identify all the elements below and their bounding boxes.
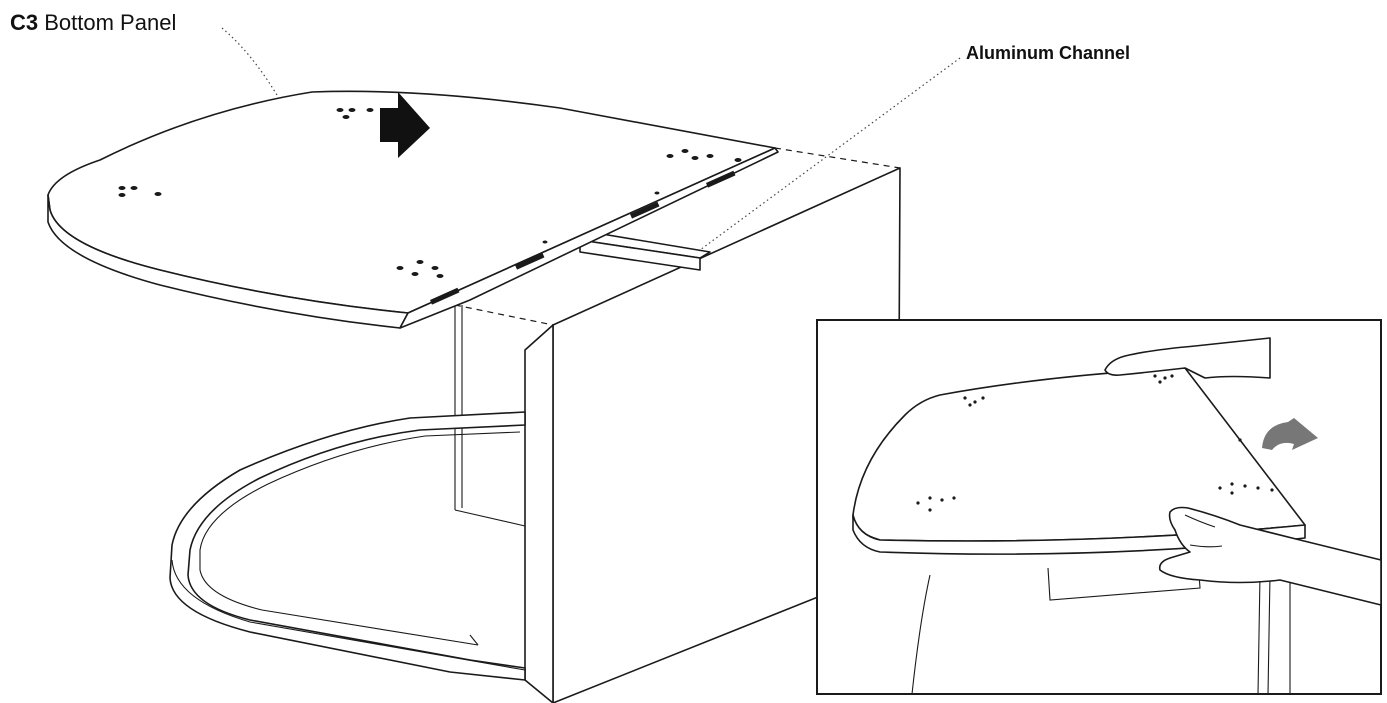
rotate-arrow-icon (1262, 418, 1318, 450)
cabinet-base-inner-rim (199, 431, 521, 646)
screw-hole (681, 149, 689, 153)
edge-slot (630, 201, 660, 219)
inset-screw-holes (916, 374, 1274, 512)
screw-hole (542, 240, 548, 244)
cabinet-inner-post (454, 305, 463, 510)
channel-label: Aluminum Channel (966, 43, 1130, 63)
panel-side-edge (399, 147, 779, 329)
part-name: Bottom Panel (44, 10, 176, 35)
inset-cabinet-post (1257, 574, 1271, 695)
screw-hole (348, 108, 356, 112)
cabinet-front-edge-dashed (454, 304, 554, 326)
bottom-panel (47, 90, 779, 329)
cabinet-base-rim-end (469, 634, 479, 646)
part-label: C3 Bottom Panel (10, 10, 176, 35)
screw-hole (118, 186, 126, 190)
inset-illustration (816, 319, 1382, 695)
screw-hole (342, 115, 350, 119)
inset-bottom-hand (1158, 506, 1382, 606)
panel-screw-holes (118, 108, 742, 278)
push-arrow-icon (380, 92, 430, 158)
cabinet-front-post (524, 324, 554, 703)
edge-slot (706, 170, 736, 188)
screw-hole (130, 186, 138, 190)
panel-edge-slots (430, 170, 736, 305)
inset-hand-detail (1184, 514, 1223, 548)
cabinet-base-edge (171, 559, 526, 671)
screw-hole (396, 266, 404, 270)
screw-hole (691, 156, 699, 160)
screw-hole (416, 260, 424, 264)
inset-cabinet-left (911, 574, 931, 695)
cabinet-base-tray (169, 411, 526, 681)
inset-top-hand (1104, 337, 1271, 379)
screw-hole (431, 266, 439, 270)
screw-hole (654, 191, 660, 195)
part-code: C3 (10, 10, 38, 35)
edge-slot (430, 287, 460, 305)
screw-hole (436, 274, 444, 278)
screw-hole (118, 193, 126, 197)
screw-hole (734, 158, 742, 162)
screw-hole (366, 108, 374, 112)
screw-hole (666, 154, 674, 158)
edge-slot (515, 252, 545, 270)
cabinet (169, 147, 901, 703)
screw-hole (336, 108, 344, 112)
cabinet-top-edge-dashed (774, 147, 901, 169)
cabinet-inner-bottom (454, 509, 526, 527)
screw-hole (411, 272, 419, 276)
screw-hole (154, 192, 162, 196)
screw-hole (706, 154, 714, 158)
